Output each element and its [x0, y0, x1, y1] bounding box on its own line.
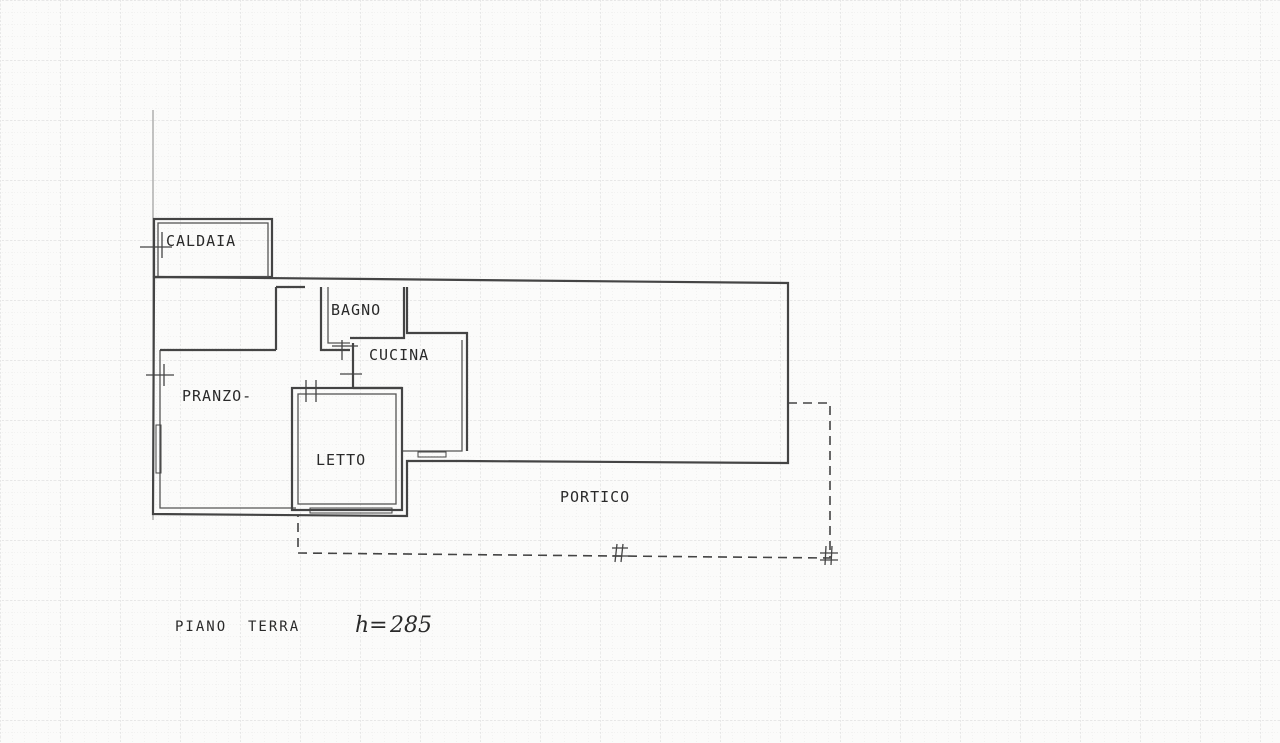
- letto-room-inner: [297, 393, 397, 505]
- building-walls: [151, 217, 790, 518]
- height-prefix: h=: [355, 613, 388, 638]
- height-value: 285: [389, 613, 432, 638]
- floor-name-caption: PIANO TERRA: [175, 619, 300, 635]
- cucina-right-wall: [405, 287, 469, 451]
- cucina-window: [417, 451, 447, 458]
- bagno-inner-wall: [327, 287, 350, 344]
- letto-room-outline: [290, 386, 404, 512]
- bagno-right-wall: [350, 287, 406, 340]
- hatch-ticks: [140, 232, 838, 566]
- pranzo-window: [155, 424, 162, 474]
- pranzo-label: PRANZO-: [182, 387, 252, 405]
- cucina-label: CUCINA: [369, 346, 429, 364]
- letto-window: [309, 507, 393, 514]
- pranzo-inner-wall: [159, 350, 296, 509]
- bagno-left-wall: [319, 287, 350, 352]
- bagno-label: BAGNO: [331, 301, 381, 319]
- portico-label: PORTICO: [560, 488, 630, 506]
- portico-outline: [297, 402, 831, 559]
- letto-label: LETTO: [316, 451, 366, 469]
- main-perimeter: [151, 275, 790, 518]
- caldaia-label: CALDAIA: [166, 232, 236, 250]
